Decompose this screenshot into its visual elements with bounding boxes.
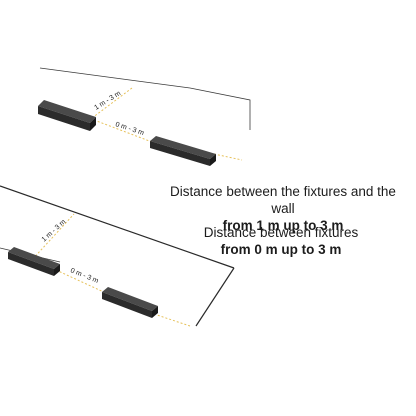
- bottom-wall-dimension-line: [29, 213, 75, 263]
- fixture-distance-caption-range: from 0 m up to 3 m: [220, 242, 342, 257]
- top-fixture-gap-label: 0 m - 3 m: [114, 121, 144, 137]
- bottom-fixture-1: [8, 247, 60, 276]
- bottom-fixture-dimension-line: [55, 269, 109, 295]
- fixture-distance-caption: Distance between fixtures from 0 m up to…: [196, 224, 366, 258]
- top-fixture-2: [150, 136, 216, 166]
- bottom-fixture-gap-label: 0 m - 3 m: [69, 267, 99, 285]
- top-wall-distance-label: 1 m - 3 m: [93, 90, 122, 112]
- top-wall-dimension-line: [91, 87, 133, 119]
- bottom-run-line: [153, 313, 191, 327]
- wall-distance-caption: Distance between the fixtures and the wa…: [158, 183, 408, 234]
- bottom-corner-edge: [195, 267, 235, 327]
- top-ceiling-edge: [39, 67, 191, 89]
- top-fixture-1: [38, 100, 96, 131]
- fixture-distance-caption-title: Distance between fixtures: [203, 225, 359, 240]
- top-scene: 1 m - 3 m 0 m - 3 m: [38, 67, 251, 166]
- bottom-ceiling-edge: [0, 185, 235, 269]
- wall-distance-caption-range: from 1 m up to 3 m: [222, 218, 344, 233]
- bottom-wall-distance-label: 1 m - 3 m: [41, 218, 68, 243]
- top-wall-edge: [189, 87, 251, 130]
- top-run-line: [213, 153, 243, 161]
- bottom-fixture-2: [102, 287, 158, 318]
- wall-distance-caption-title: Distance between the fixtures and the wa…: [170, 184, 396, 216]
